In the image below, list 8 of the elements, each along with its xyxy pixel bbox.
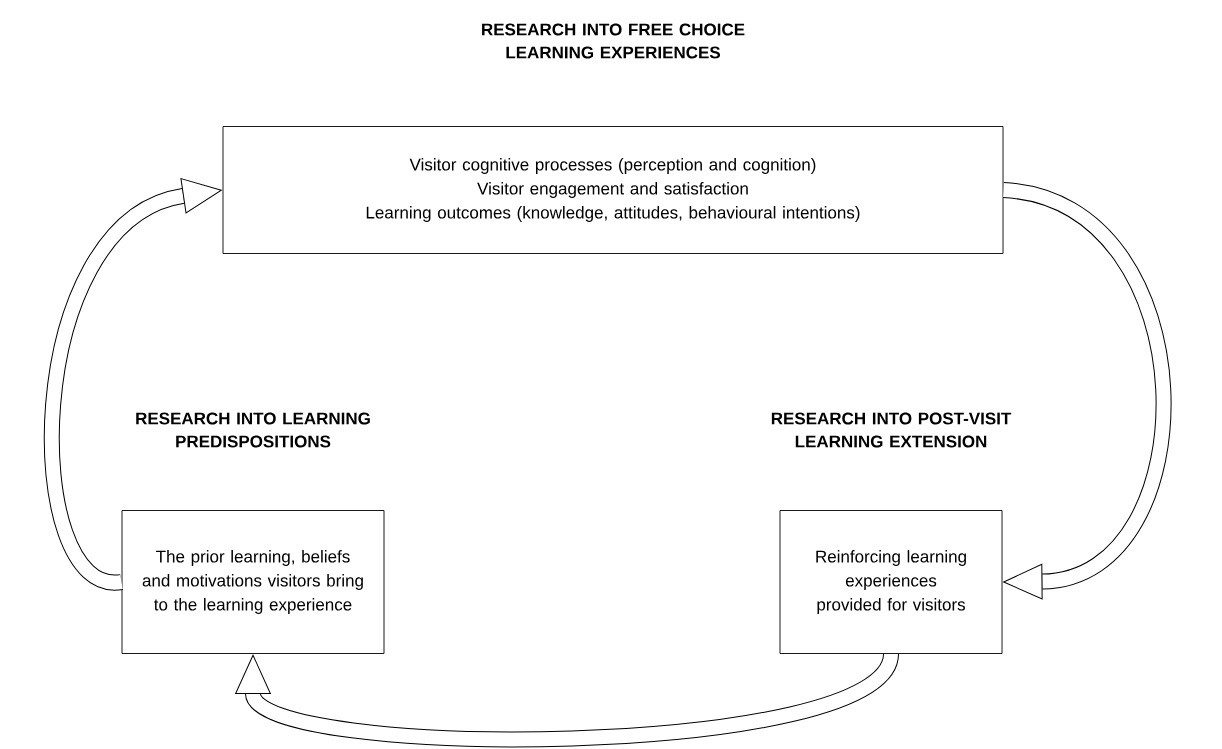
heading: RESEARCH INTO FREE CHOICE LEARNING EXPERIENCES xyxy=(482,23,745,59)
heading: RESEARCH INTO POST-VISIT LEARNING EXTENSION xyxy=(771,412,1012,448)
text-box: Reinforcing learning experiences provided for visitors xyxy=(779,510,1003,654)
curved-arrow xyxy=(1001,182,1172,600)
curved-arrow xyxy=(44,178,222,590)
text-box: Visitor cognitive processes (perception and cognition) Visitor engagement and satisfaction Learning outcomes (knowledge, attitudes, behavioural intentions) xyxy=(222,126,1004,254)
heading: RESEARCH INTO LEARNING PREDISPOSITIONS xyxy=(136,412,370,448)
text-box: The prior learning, beliefs and motivations visitors bring to the learning experience xyxy=(121,510,385,654)
